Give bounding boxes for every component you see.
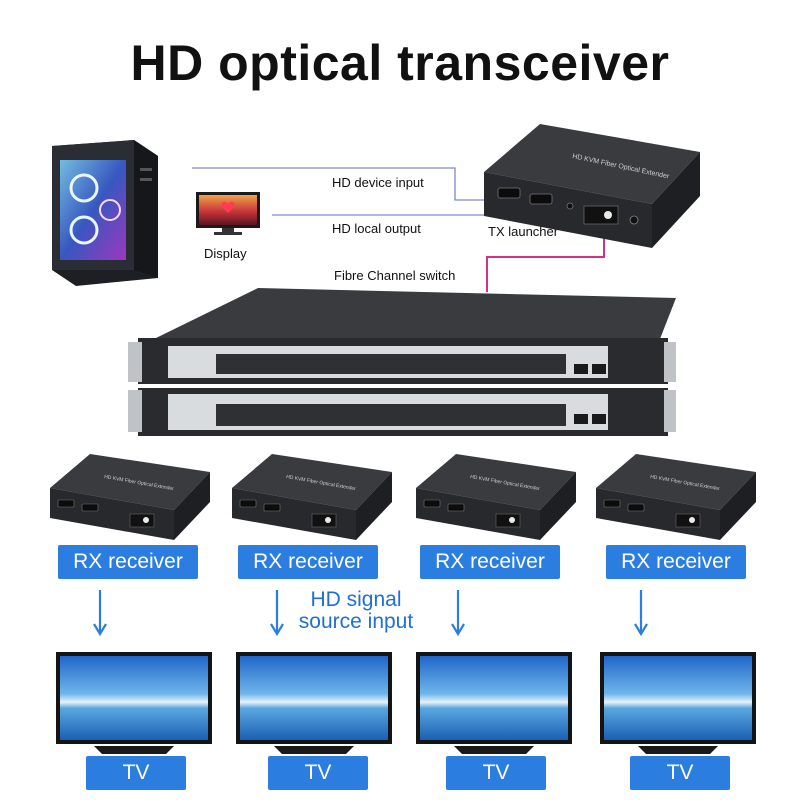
tx-launcher-device: HD KVM Fiber Optical Extender — [484, 124, 700, 248]
tv-label-2: TV — [268, 756, 368, 790]
pc-tower-icon — [52, 140, 158, 286]
tv-label-1: TV — [86, 756, 186, 790]
hd-signal-text-line1: HD signal — [310, 588, 402, 611]
arrow-head-4 — [634, 623, 648, 637]
tv-icon-2 — [236, 652, 392, 754]
tv-icon-3 — [416, 652, 572, 754]
page-title: HD optical transceiver — [130, 35, 670, 91]
rx-receiver-label-4: RX receiver — [606, 545, 746, 579]
hd-input-line — [192, 167, 488, 201]
tv-icon-1 — [56, 652, 212, 754]
rx-receiver-device-3: HD KVM Fiber Optical Extender — [416, 454, 576, 540]
fiber-link-line — [486, 232, 605, 292]
rx-receiver-label-1: RX receiver — [58, 545, 198, 579]
hd-signal-text-line2: source input — [298, 610, 414, 633]
hd-device-input-label: HD device input — [332, 175, 424, 190]
arrow-head-2 — [270, 623, 284, 637]
rx-receiver-device-1: HD KVM Fiber Optical Extender — [50, 454, 210, 540]
display-icon — [196, 192, 260, 235]
hd-local-output-label: HD local output — [332, 221, 421, 236]
tv-icon-4 — [600, 652, 756, 754]
display-label: Display — [204, 246, 247, 261]
tv-label-4: TV — [630, 756, 730, 790]
rx-receiver-device-2: HD KVM Fiber Optical Extender — [232, 454, 392, 540]
fibre-switch-label: Fibre Channel switch — [334, 268, 456, 283]
tx-launcher-label: TX launcher — [488, 224, 559, 239]
rx-receiver-device-4: HD KVM Fiber Optical Extender — [596, 454, 756, 540]
fibre-channel-switch — [128, 288, 676, 436]
rx-receiver-label-3: RX receiver — [420, 545, 560, 579]
switch-top-fiber-ports — [216, 354, 566, 374]
rx-receiver-label-2: RX receiver — [238, 545, 378, 579]
tv-label-3: TV — [446, 756, 546, 790]
arrow-head-3 — [451, 623, 465, 637]
arrow-head-1 — [93, 623, 107, 637]
